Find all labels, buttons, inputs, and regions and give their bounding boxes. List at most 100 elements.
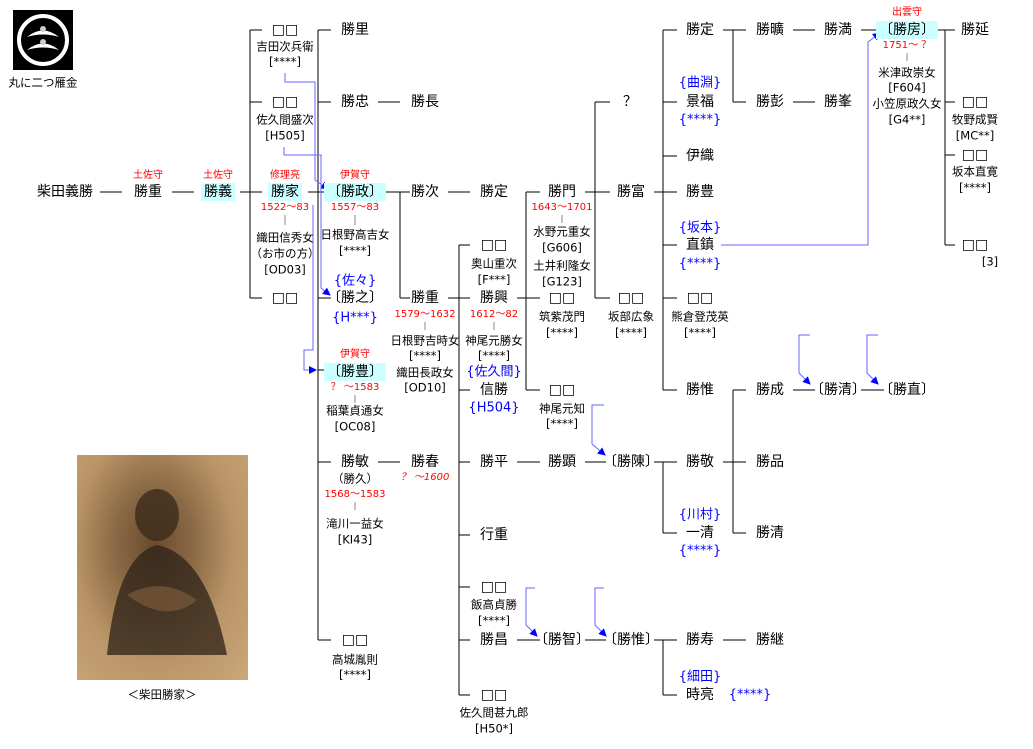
- katsutoshi-code-label: [KI43]: [337, 532, 373, 547]
- katsuie-title-label: 修理亮: [270, 170, 300, 181]
- tokiaki-code-label: {****}: [728, 687, 772, 703]
- naoshige-name: 直鎮: [686, 237, 714, 253]
- katsutoshi-dates-label: 1568〜1583: [324, 489, 386, 500]
- d14-note-label: [3]: [981, 254, 999, 269]
- katsutsugu-name: 勝継: [756, 632, 784, 648]
- katsufusa-name: 〔勝房〕: [876, 21, 938, 39]
- kagefuku-house-label: {曲淵}: [678, 75, 722, 91]
- katsusada2-name: 勝定: [686, 22, 714, 38]
- adoption-arrow: [284, 73, 329, 190]
- katsutoshi-name: 勝敏: [341, 454, 369, 470]
- d1-spouse-label: 吉田次兵衛: [256, 39, 314, 54]
- katsushige2-name: 勝重: [411, 290, 439, 306]
- d8-name: □□: [548, 290, 576, 306]
- d12-spouse-label: 牧野成賢: [952, 112, 998, 127]
- katsutoshi-alias-label: （勝久）: [332, 471, 378, 486]
- adoption-arrow: [594, 587, 607, 637]
- katsumasa-title-label: 伊賀守: [340, 170, 370, 181]
- adoption-arrow: [721, 32, 881, 246]
- katsushige1-title-label: 土佐守: [133, 170, 163, 181]
- katsunobu-name: 〔勝陳〕: [603, 454, 659, 470]
- katsufusa-spouse2-label: 小笠原政久女: [872, 96, 942, 111]
- adoption-arrow: [283, 147, 331, 296]
- katsukiyo1-name: 勝清: [756, 525, 784, 541]
- katsukore1-name: 〔勝惟〕: [603, 632, 659, 648]
- katsumasa2-name: 勝昌: [480, 632, 508, 648]
- katsushige2-spouse1-label: 日根野吉時女: [390, 333, 460, 348]
- naoshige-house-label: {坂本}: [678, 220, 722, 236]
- katsuyuki-code-label: {H***}: [332, 310, 378, 326]
- d6-code-label: [****]: [478, 613, 510, 628]
- portrait-image: [77, 455, 248, 680]
- katsunaga-name: 勝長: [411, 94, 439, 110]
- d7-code-label: [H50*]: [474, 721, 514, 736]
- katsukado-spouse1-label: 水野元重女: [533, 224, 591, 239]
- katsutoyo-spouse-label: 稲葉貞通女: [326, 403, 384, 418]
- katsunao-name: 〔勝直〕: [879, 382, 935, 398]
- d2-code-label: [H505]: [265, 128, 305, 143]
- d13-name: □□: [961, 147, 989, 163]
- adoption-arrow: [798, 334, 811, 385]
- d10-code-label: [****]: [615, 325, 647, 340]
- katsumasa-code-label: [****]: [339, 243, 371, 258]
- katsufusa-dates-label: 1751〜 ？: [882, 40, 932, 51]
- d9-name: □□: [548, 382, 576, 398]
- kagefuku-name: 景福: [686, 94, 714, 110]
- katsuoki-name: 勝興: [480, 290, 508, 306]
- katsufusa-code1-label: [F604]: [888, 80, 926, 95]
- katsunobe-name: 勝延: [961, 22, 989, 38]
- yukishige-name: 行重: [480, 527, 508, 543]
- d1-code-label: [****]: [269, 54, 301, 69]
- katsuie-spouse-label: 織田信秀女: [256, 230, 314, 245]
- family-crest-icon: [13, 10, 73, 70]
- katsukado-code2-label: [G123]: [542, 274, 582, 289]
- katsuie-dates-label: 1522〜83: [260, 202, 310, 213]
- d12-name: □□: [961, 94, 989, 110]
- katsukado-dates-label: 1643〜1701: [531, 202, 593, 213]
- katsusato-name: 勝里: [341, 22, 369, 38]
- kazukiyo-code-label: {****}: [678, 543, 722, 559]
- portrait-caption-label: ＜柴田勝家＞: [127, 687, 197, 702]
- d11-name: □□: [686, 290, 714, 306]
- katsushina-name: 勝品: [756, 454, 784, 470]
- katsuyuki-house-label: {佐々}: [333, 273, 377, 289]
- d13-spouse-label: 坂本直寛: [952, 164, 998, 179]
- katsufusa-code2-label: [G4**]: [888, 112, 926, 127]
- d5-spouse-label: 奥山重次: [471, 256, 517, 271]
- naoshige-code-label: {****}: [678, 256, 722, 272]
- d4-code-label: [****]: [339, 667, 371, 682]
- katsuoki-dates-label: 1612〜82: [469, 309, 519, 320]
- adoption-arrow: [525, 587, 538, 637]
- yoshikatsu-name: 柴田義勝: [37, 184, 93, 200]
- tokiaki-house-label: {細田}: [678, 669, 722, 685]
- d10-name: □□: [617, 290, 645, 306]
- crest-caption-label: 丸に二つ雁金: [8, 75, 78, 90]
- unknown-name: ？: [623, 94, 637, 110]
- katsutoyo-name: 〔勝豊〕: [324, 363, 386, 381]
- katsushige2-code1-label: [****]: [409, 348, 441, 363]
- adoption-arrow: [866, 334, 879, 385]
- katsutomo-name: 〔勝智〕: [534, 632, 590, 648]
- katsuhisa-name: 勝寿: [686, 632, 714, 648]
- d2-spouse-label: 佐久間盛次: [256, 112, 314, 127]
- d11-code-label: [****]: [684, 325, 716, 340]
- d6-spouse-label: 飯高貞勝: [471, 597, 517, 612]
- d2-name: □□: [271, 94, 299, 110]
- d3-name: □□: [271, 290, 299, 306]
- kagefuku-code-label: {****}: [678, 112, 722, 128]
- d8-code-label: [****]: [546, 325, 578, 340]
- adoption-arrow: [591, 404, 606, 456]
- katsumasa-dates-label: 1557〜83: [330, 202, 380, 213]
- katsutoyo-code-label: [OC08]: [334, 419, 376, 434]
- katsuhiko-name: 勝彭: [756, 94, 784, 110]
- katsufusa-title-label: 出雲守: [892, 7, 922, 18]
- katsutaka-name: 勝敬: [686, 454, 714, 470]
- katsuhiro-name: 勝曠: [756, 22, 784, 38]
- katsumine-name: 勝峯: [824, 94, 852, 110]
- d10-spouse-label: 坂部広象: [608, 309, 654, 324]
- kazukiyo-house-label: {川村}: [678, 507, 722, 523]
- katsutoshi-spouse-label: 滝川一益女: [326, 516, 384, 531]
- katsushige1-name: 勝重: [134, 184, 162, 200]
- d14-name: □□: [961, 237, 989, 253]
